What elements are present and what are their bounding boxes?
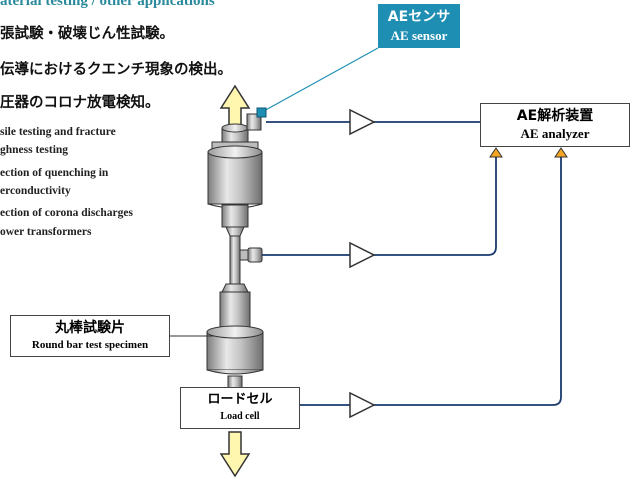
en-item-2: ghness testing [0,144,69,156]
ae-analyzer-box: AE解析装置 AE analyzer [480,103,630,147]
jp-item-2: 伝導におけるクエンチ現象の検出。 [0,62,232,78]
load-cell-label-en: Load cell [220,411,260,422]
en-item-5: ection of corona discharges [0,207,133,219]
tension-arrow-up-icon [219,84,251,129]
lower-grip [206,283,264,389]
load-cell-label-jp: ロードセル [207,392,273,407]
specimen-label-box: 丸棒試験片 Round bar test specimen [10,315,170,357]
analyzer-input-icons [489,147,568,158]
signal-lines [262,121,562,406]
ae-sensor-label: AEセンサ AE sensor [378,4,460,48]
upper-grip [207,123,263,237]
input-marker-1-icon [489,147,503,158]
tension-arrow-down-icon [219,431,251,478]
ae-sensor-label-en: AE sensor [390,28,448,43]
specimen-label-jp: 丸棒試験片 [55,320,125,336]
sensor-leader-line [261,47,379,113]
ae-sensor-label-jp: AEセンサ [387,9,451,25]
jp-item-3: 圧器のコロナ放電検知。 [0,95,160,111]
amplifier-icons [349,108,376,419]
load-cell-box: ロードセル Load cell [180,387,300,429]
page-heading: aterial testing / other applications [0,0,215,9]
jp-item-1: 張試験・破壊じん性試験。 [0,26,174,42]
en-item-6: ower transformers [0,226,92,238]
input-marker-2-icon [554,147,568,158]
en-item-3: ection of quenching in [0,167,109,179]
en-item-1: sile testing and fracture [0,126,116,138]
ae-analyzer-label-jp: AE解析装置 [516,108,594,124]
ae-sensor [246,107,267,131]
specimen-label-en: Round bar test specimen [31,339,149,351]
amplifier-3-icon [349,391,376,419]
specimen-rod [229,235,263,285]
en-item-4: erconductivity [0,185,71,197]
amplifier-2-icon [349,241,376,269]
ae-analyzer-label-en: AE analyzer [520,126,590,141]
amplifier-1-icon [349,108,376,136]
